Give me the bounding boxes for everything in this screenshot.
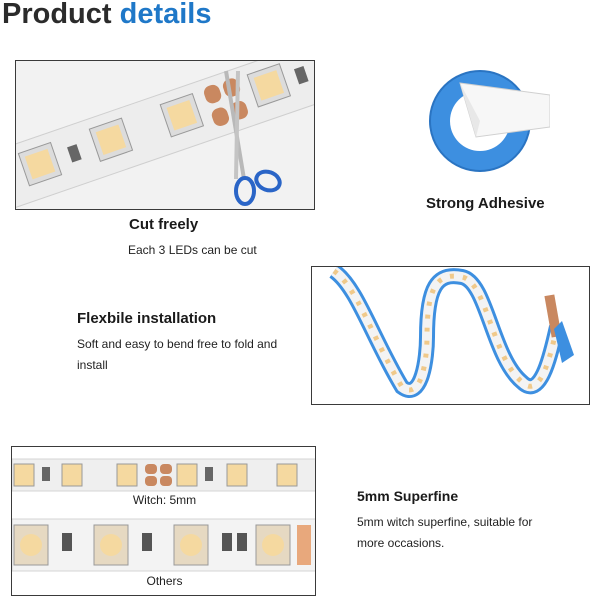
- superfine-label-top: Witch: 5mm: [132, 493, 197, 507]
- title-part2: details: [119, 0, 212, 30]
- superfine-comparison-image: Witch: 5mm Others: [11, 446, 316, 596]
- superfine-label-bottom: Others: [146, 574, 183, 588]
- adhesive-heading: Strong Adhesive: [426, 195, 545, 212]
- flexible-heading: Flexbile installation: [77, 310, 217, 327]
- flexible-strip-image: [311, 266, 590, 405]
- superfine-heading: 5mm Superfine: [357, 488, 459, 504]
- cut-strip-image: [15, 60, 315, 210]
- title-part1: Product: [2, 0, 112, 30]
- page-title: Product details: [2, 0, 212, 31]
- cut-description: Each 3 LEDs can be cut: [128, 243, 257, 257]
- tape-roll-icon: [420, 65, 550, 180]
- scissors-icon: [224, 70, 282, 206]
- flexible-description: Soft and easy to bend free to fold and i…: [77, 337, 278, 372]
- superfine-description: 5mm witch superfine, suitable for more o…: [357, 515, 533, 550]
- cut-heading: Cut freely: [129, 216, 199, 233]
